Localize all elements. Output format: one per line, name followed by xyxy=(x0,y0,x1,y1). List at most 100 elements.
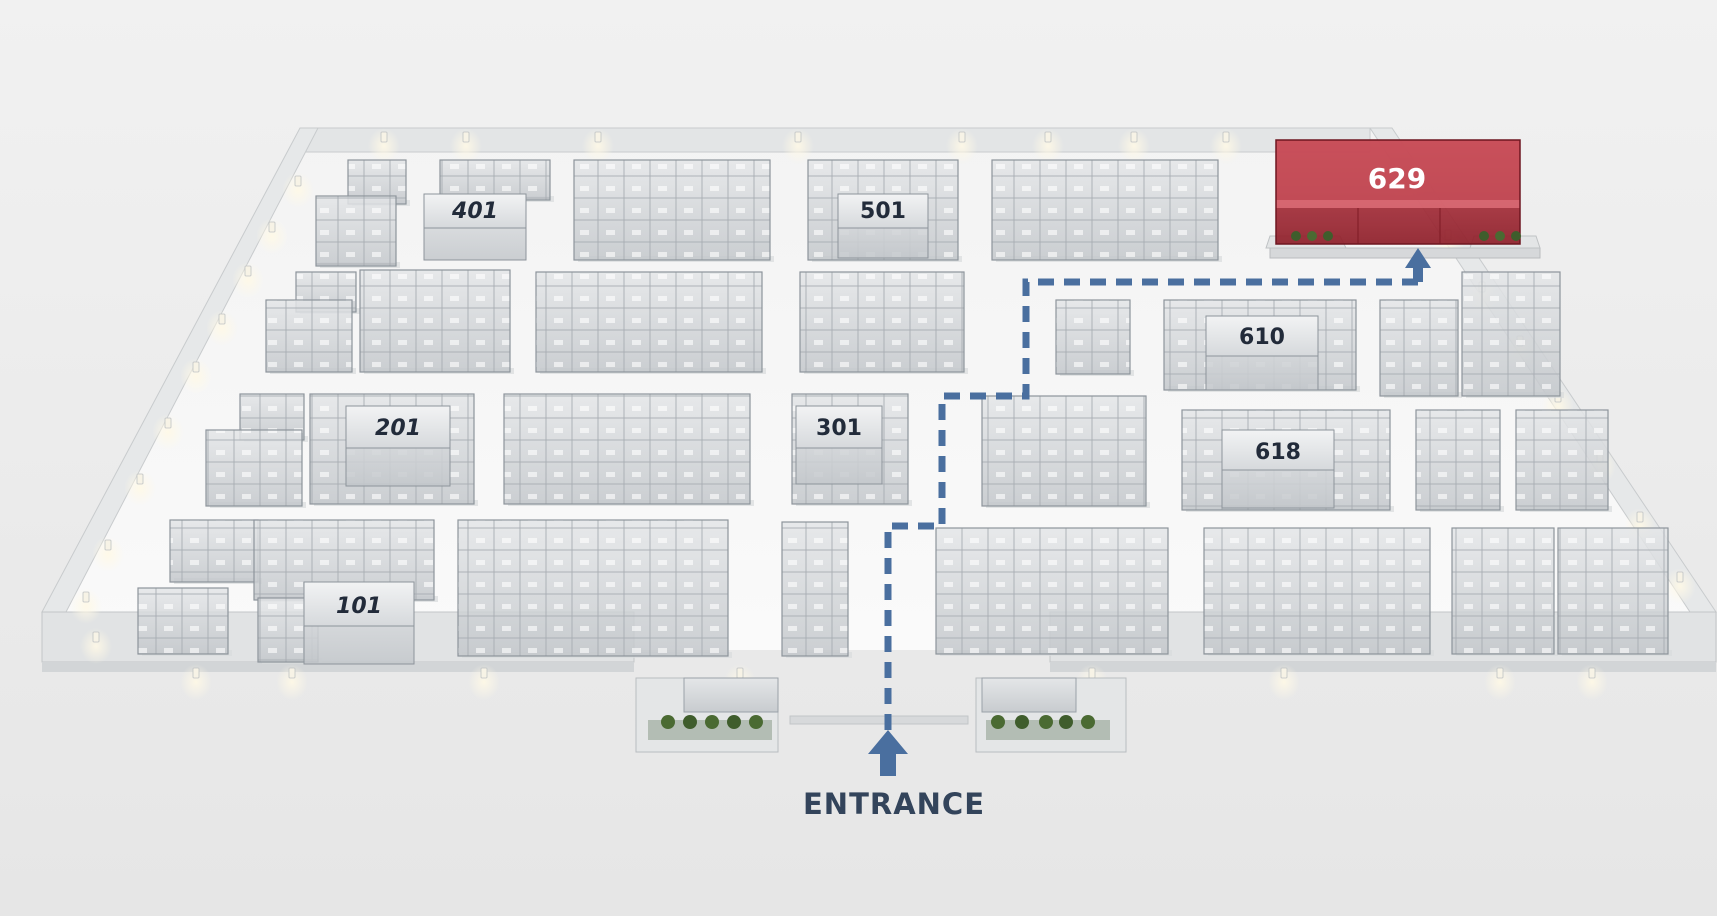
light-glow xyxy=(80,628,112,664)
light-fixture-icon xyxy=(294,175,302,187)
booth-101[interactable]: 101 xyxy=(303,581,415,665)
light-glow xyxy=(206,310,238,346)
light-glow xyxy=(180,664,212,700)
light-fixture-icon xyxy=(958,131,966,143)
light-fixture-icon xyxy=(268,221,276,233)
light-fixture-icon xyxy=(164,417,172,429)
booth-outline xyxy=(1557,527,1669,655)
arrow-up-icon xyxy=(868,730,908,776)
booth-partitions xyxy=(782,522,848,656)
light-fixture-icon xyxy=(136,473,144,485)
booth-partitions xyxy=(982,396,1146,506)
light-glow xyxy=(180,358,212,394)
booth-partitions xyxy=(992,160,1218,260)
arrow-up-icon xyxy=(1405,248,1431,282)
booth-partitions xyxy=(574,160,770,260)
booth-partitions xyxy=(936,528,1168,654)
booth-partitions xyxy=(1416,410,1500,510)
booth-610-label: 610 xyxy=(1239,325,1285,350)
light-glow xyxy=(1268,664,1300,700)
booth-partitions xyxy=(458,520,728,656)
booth-outline xyxy=(359,269,511,373)
light-fixture-icon xyxy=(1280,667,1288,679)
booth-401-label: 401 xyxy=(451,199,498,224)
booth-401[interactable]: 401 xyxy=(423,193,527,261)
booth-501[interactable]: 501 xyxy=(837,193,929,259)
booth-outline xyxy=(781,521,849,657)
plant-icon xyxy=(1291,231,1521,241)
booth-outline xyxy=(309,393,475,505)
light-glow xyxy=(1210,128,1242,164)
booth-partitions xyxy=(206,430,302,506)
booth-outline xyxy=(457,519,729,657)
light-glow xyxy=(368,128,400,164)
booth-outline xyxy=(1451,527,1555,655)
booth-outline xyxy=(1461,271,1561,397)
entrance-kiosk-right xyxy=(975,677,1127,753)
light-glow xyxy=(256,218,288,254)
light-fixture-icon xyxy=(1088,667,1096,679)
light-fixture-icon xyxy=(1222,131,1230,143)
light-fixture-icon xyxy=(1044,131,1052,143)
light-fixture-icon xyxy=(92,631,100,643)
booth-618-label: 618 xyxy=(1255,440,1301,465)
booth-outline xyxy=(573,159,771,261)
light-glow xyxy=(782,128,814,164)
light-fixture-icon xyxy=(462,131,470,143)
light-fixture-icon xyxy=(192,361,200,373)
light-glow xyxy=(70,588,102,624)
booth-outline xyxy=(807,159,959,261)
booth-outline xyxy=(935,527,1169,655)
booth-partitions xyxy=(138,588,228,654)
light-glow xyxy=(1484,664,1516,700)
light-fixture-icon xyxy=(480,667,488,679)
light-fixture-icon xyxy=(1676,571,1684,583)
booth-partitions xyxy=(360,270,510,372)
light-fixture-icon xyxy=(218,313,226,325)
booth-outline xyxy=(265,299,353,373)
booth-201[interactable]: 201 xyxy=(345,405,451,487)
light-fixture-icon xyxy=(1588,667,1596,679)
booth-outline xyxy=(137,587,229,655)
booth-301[interactable]: 301 xyxy=(795,405,883,485)
route-path xyxy=(884,268,1422,730)
booth-partitions xyxy=(1056,300,1130,374)
booth-618[interactable]: 618 xyxy=(1221,429,1335,509)
light-glow xyxy=(582,128,614,164)
booth-201-label: 201 xyxy=(375,416,421,441)
booth-partitions xyxy=(1204,528,1430,654)
booth-partitions xyxy=(1380,300,1458,396)
light-glow xyxy=(152,414,184,450)
light-glow xyxy=(92,536,124,572)
booth-partitions xyxy=(536,272,762,372)
light-fixture-icon xyxy=(594,131,602,143)
light-glow xyxy=(1664,568,1696,604)
entrance-label: ENTRANCE xyxy=(803,787,985,821)
booth-101-label: 101 xyxy=(336,594,382,619)
light-glow xyxy=(1032,128,1064,164)
light-fixture-icon xyxy=(794,131,802,143)
light-glow xyxy=(276,664,308,700)
booth-partitions xyxy=(1462,272,1560,396)
booth-partitions xyxy=(1558,528,1668,654)
booth-501-label: 501 xyxy=(860,199,906,224)
booth-outline xyxy=(205,429,303,507)
booth-partitions xyxy=(504,394,750,504)
booth-629-target[interactable]: 629 xyxy=(1265,139,1541,259)
booth-629-label: 629 xyxy=(1368,162,1426,195)
booth-outline xyxy=(1181,409,1391,511)
booth-610[interactable]: 610 xyxy=(1205,315,1319,391)
light-glow xyxy=(468,664,500,700)
light-glow xyxy=(450,128,482,164)
entrance-kiosk-left xyxy=(635,677,779,753)
booth-partitions xyxy=(1516,410,1608,510)
booth-301-label: 301 xyxy=(816,416,862,441)
booth-outline xyxy=(981,395,1147,507)
light-glow xyxy=(124,470,156,506)
booth-outline xyxy=(315,195,397,267)
booth-outline xyxy=(1415,409,1501,511)
light-fixture-icon xyxy=(288,667,296,679)
light-glow xyxy=(946,128,978,164)
light-glow xyxy=(1118,128,1150,164)
